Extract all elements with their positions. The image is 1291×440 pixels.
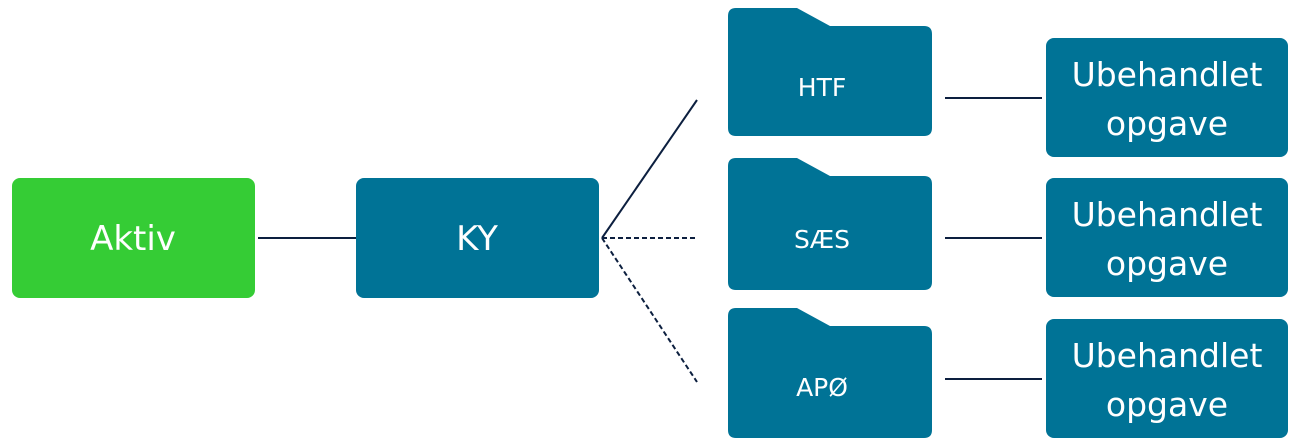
ky-node-box — [356, 178, 599, 298]
folder-icon — [728, 158, 932, 290]
task-node-box — [1046, 178, 1288, 297]
connectors — [258, 97, 1042, 383]
task-node-1: Ubehandlet opgave — [1046, 38, 1288, 157]
task-node-3: Ubehandlet opgave — [1046, 319, 1288, 438]
folder-icon — [728, 308, 932, 438]
folder-label-htf: HTF — [798, 73, 846, 102]
connector-ky-htf — [601, 99, 698, 239]
task-label-line1: Ubehandlet — [1072, 336, 1263, 375]
connector-ky-apo — [601, 237, 698, 383]
task-label-line1: Ubehandlet — [1072, 195, 1263, 234]
aktiv-node-box — [12, 178, 255, 298]
task-label-line2: opgave — [1106, 104, 1228, 143]
task-node-box — [1046, 319, 1288, 438]
folder-icon — [728, 8, 932, 136]
task-node-2: Ubehandlet opgave — [1046, 178, 1288, 297]
folder-label-apo: APØ — [796, 373, 848, 402]
folder-label-saes: SÆS — [794, 225, 850, 254]
task-label-line2: opgave — [1106, 244, 1228, 283]
task-node-box — [1046, 38, 1288, 157]
ky-node: KY — [356, 178, 599, 298]
folder-node-htf: HTF — [728, 8, 932, 136]
folder-node-saes: SÆS — [728, 158, 932, 290]
ky-node-label: KY — [456, 219, 498, 259]
task-label-line2: opgave — [1106, 385, 1228, 424]
task-label-line1: Ubehandlet — [1072, 55, 1263, 94]
folder-node-apo: APØ — [728, 308, 932, 438]
aktiv-node-label: Aktiv — [90, 219, 176, 259]
aktiv-node: Aktiv — [12, 178, 255, 298]
